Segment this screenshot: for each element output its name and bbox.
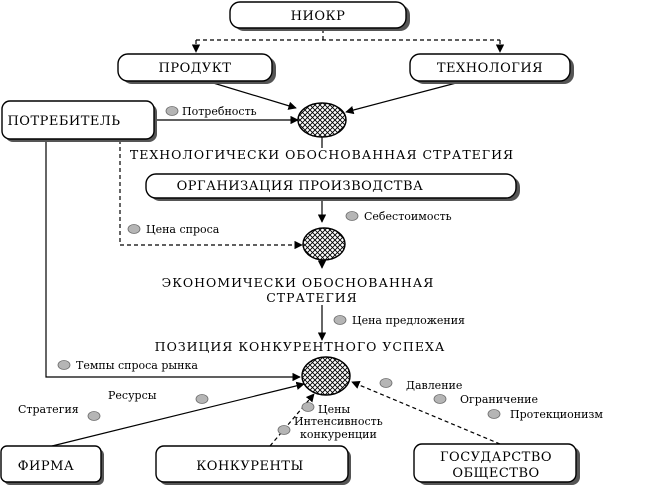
firm-box: ФИРМА <box>0 445 104 485</box>
prices-label: Цены <box>318 403 350 416</box>
protectionism-dot <box>487 409 501 419</box>
factor-labels: Потребность Себестоимость Цена спроса Це… <box>18 105 603 441</box>
strategy-dot <box>87 411 101 421</box>
market-demand-label: Темпы спроса рынка <box>76 359 198 372</box>
consumer-box: ПОТРЕБИТЕЛЬ <box>1 100 157 142</box>
competitors-label: КОНКУРЕНТЫ <box>196 459 304 474</box>
cost-dot <box>345 211 359 221</box>
niokr-label: НИОКР <box>291 9 346 24</box>
resources-dot <box>195 394 209 404</box>
strategy-label: Стратегия <box>18 403 79 416</box>
technology-box: ТЕХНОЛОГИЯ <box>409 53 574 84</box>
organization-box: ОРГАНИЗАЦИЯ ПРОИЗВОДСТВА <box>145 173 520 201</box>
organization-label: ОРГАНИЗАЦИЯ ПРОИЗВОДСТВА <box>177 179 424 194</box>
strategy-node-technology <box>297 102 347 138</box>
econ-strategy-heading-line1: ЭКОНОМИЧЕСКИ ОБОСНОВАННАЯ <box>162 275 435 290</box>
market-demand-dot <box>57 360 71 370</box>
demand-price-dot <box>127 224 141 234</box>
restriction-label: Ограничение <box>460 393 538 406</box>
consumer-label: ПОТРЕБИТЕЛЬ <box>7 114 120 129</box>
protectionism-label: Протекционизм <box>510 408 603 421</box>
niokr-box: НИОКР <box>229 1 410 31</box>
competitive-success-heading: ПОЗИЦИЯ КОНКУРЕНТНОГО УСПЕХА <box>155 339 446 354</box>
state-label-line2: ОБЩЕСТВО <box>452 466 539 481</box>
cost-label: Себестоимость <box>364 210 452 223</box>
supply-price-dot <box>333 315 347 325</box>
need-label: Потребность <box>182 105 257 118</box>
state-box: ГОСУДАРСТВО ОБЩЕСТВО <box>413 443 580 485</box>
competitors-box: КОНКУРЕНТЫ <box>155 445 351 485</box>
resources-label: Ресурсы <box>108 389 157 402</box>
state-label-line1: ГОСУДАРСТВО <box>440 450 552 465</box>
strategy-node-economic <box>302 227 346 261</box>
strategy-node-competitive <box>301 356 351 396</box>
prices-dot <box>301 402 315 412</box>
restriction-dot <box>433 394 447 404</box>
technology-label: ТЕХНОЛОГИЯ <box>437 61 543 76</box>
tech-strategy-heading: ТЕХНОЛОГИЧЕСКИ ОБОСНОВАННАЯ СТРАТЕГИЯ <box>130 147 514 162</box>
product-label: ПРОДУКТ <box>159 61 232 76</box>
pressure-label: Давление <box>406 379 462 392</box>
econ-strategy-heading-line2: СТРАТЕГИЯ <box>266 290 358 305</box>
firm-label: ФИРМА <box>18 459 75 474</box>
intensity-dot <box>277 425 291 435</box>
demand-price-label: Цена спроса <box>146 223 220 236</box>
product-box: ПРОДУКТ <box>117 53 276 84</box>
need-dot <box>165 106 179 116</box>
intensity-label-line1: Интенсивность <box>294 415 383 428</box>
intensity-label-line2: конкуренции <box>300 428 377 441</box>
supply-price-label: Цена предложения <box>352 314 465 327</box>
pressure-dot <box>379 378 393 388</box>
